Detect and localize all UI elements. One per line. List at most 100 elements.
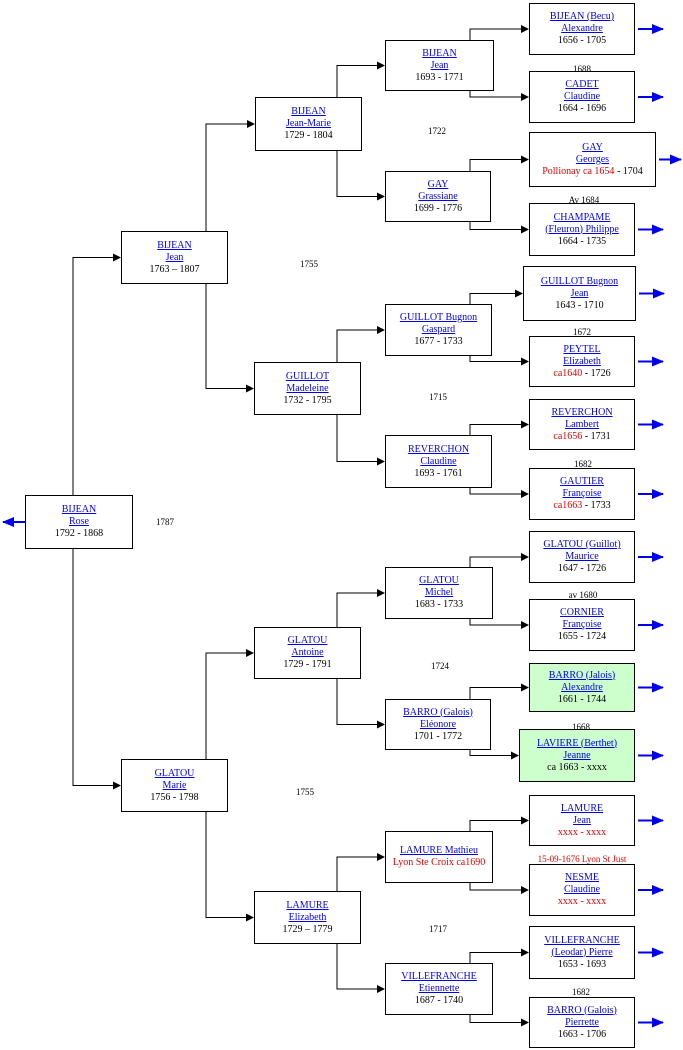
person-surname-link[interactable]: GAY [582, 141, 603, 153]
person-surname-link[interactable]: VILLEFRANCHE [544, 934, 620, 946]
person-surname-link[interactable]: GUILLOT [285, 370, 330, 382]
father-connector [205, 649, 254, 759]
person-given-name-link[interactable]: Georges [575, 153, 610, 165]
person-surname-link[interactable]: BIJEAN [61, 504, 97, 515]
person-given-name-link[interactable]: Madeleine [286, 382, 329, 394]
person-surname-link[interactable]: GLATOU [419, 575, 459, 586]
person-surname-link[interactable]: CADET [565, 79, 599, 90]
mother-connector [336, 944, 385, 993]
father-connector [469, 420, 529, 435]
person-life-line: ca1656 - 1731 [553, 431, 610, 443]
person-given-name-link[interactable]: Gaspard [421, 324, 456, 335]
person-surname-link[interactable]: REVERCHON [407, 443, 470, 455]
marriage-date-label: 1668 [572, 722, 590, 732]
person-surname-link[interactable]: BARRO (Galois) [547, 1004, 617, 1016]
person-surname-link[interactable]: VILLEFRANCHE [401, 971, 477, 982]
person-given-name-link[interactable]: Claudine [420, 455, 457, 467]
person-dates: 1701 - 1772 [413, 730, 463, 742]
person-surname-link[interactable]: CORNIER [560, 607, 604, 618]
person-surname-link[interactable]: REVERCHON [551, 406, 613, 418]
father-connector [336, 326, 385, 362]
mother-connector [469, 750, 519, 760]
person-surname-link[interactable]: BARRO (Galois) [403, 706, 473, 718]
person-given-name-link[interactable]: Jean [165, 251, 184, 263]
marriage-date-label: 1722 [428, 126, 446, 136]
person-given-name-link[interactable]: Pierrette [565, 1016, 599, 1028]
father-connector [72, 253, 121, 495]
person-given-name-link[interactable]: Michel [424, 587, 454, 598]
person-surname-link[interactable]: BIJEAN [291, 106, 326, 117]
person-surname-link[interactable]: BIJEAN [157, 239, 192, 251]
person-given-name-link[interactable]: Françoise [562, 488, 602, 499]
person-surname-link[interactable]: LAMURE Mathieu [399, 845, 479, 856]
person-given-name-link[interactable]: Eléonore [419, 718, 457, 730]
person-dates: 1647 - 1726 [557, 563, 607, 574]
father-connector [469, 25, 529, 40]
person-surname-link[interactable]: LAVIERE (Berthet) [536, 737, 618, 749]
person-given-name-link[interactable]: Lambert [565, 418, 599, 430]
person-given-name-link[interactable]: Grassiane [418, 190, 458, 202]
person-life-line: xxxx - xxxx [558, 896, 606, 908]
person-given-name-link[interactable]: Alexandre [561, 681, 603, 693]
person-given-name-link[interactable]: Jean [573, 814, 591, 826]
mother-connector [205, 812, 254, 922]
person-dates: 1699 - 1776 [413, 202, 463, 214]
person-given-name-link[interactable]: Etiennette [418, 983, 460, 994]
father-connector [469, 683, 529, 699]
person-death-year: - 1726 [582, 367, 611, 379]
person-given-name-link[interactable]: (Leodar) Pierre [551, 946, 613, 958]
person-death-year: - 1731 [582, 430, 611, 442]
person-given-name-link[interactable]: (Fleuron) Philippe [545, 223, 619, 235]
person-dates: 1756 - 1798 [150, 791, 199, 803]
person-given-name-link[interactable]: Jean-Marie [286, 118, 331, 129]
person-given-name-link[interactable]: Maurice [565, 551, 599, 562]
person-surname-link[interactable]: GLATOU (Guillot) [543, 539, 621, 550]
person-surname-link[interactable]: GLATOU [287, 635, 328, 646]
person-given-name-link[interactable]: Claudine [563, 884, 601, 895]
person-given-name-link[interactable]: Antoine [291, 647, 324, 658]
person-life-line: ca1640 - 1726 [553, 368, 610, 380]
person-note: xxxx - xxxx [557, 826, 607, 838]
person-surname-link[interactable]: NESME [565, 872, 599, 883]
person-dates: 1729 - 1791 [283, 659, 332, 670]
marriage-date-label: 15-09-1676 Lyon St Just [537, 854, 627, 864]
person-surname-link[interactable]: PEYTEL [563, 343, 601, 355]
person-surname-link[interactable]: GUILLOT Bugnon [399, 312, 478, 323]
person-surname-link[interactable]: BARRO (Jalois) [548, 669, 616, 681]
person-given-name-link[interactable]: Françoise [562, 619, 602, 630]
person-dates: 1643 - 1710 [555, 299, 604, 311]
person-given-name-link[interactable]: Elizabeth [288, 911, 327, 923]
person-surname-link[interactable]: LAMURE [560, 802, 604, 814]
person-surname-link[interactable]: BIJEAN [422, 47, 457, 59]
father-connector [205, 120, 255, 231]
person-given-name-link[interactable]: Jean [570, 287, 589, 299]
marriage-date-label: 1672 [573, 327, 591, 337]
person-note: ca1663 [553, 500, 583, 511]
marriage-date-label: 1787 [156, 517, 174, 527]
person-surname-link[interactable]: GAY [427, 178, 449, 190]
person-surname-link[interactable]: CHAMPAME [553, 211, 611, 223]
person-given-name-link[interactable]: Jean [430, 59, 449, 71]
person-given-name-link[interactable]: Elizabeth [563, 355, 601, 367]
person-surname-link[interactable]: GUILLOT Bugnon [540, 275, 619, 287]
father-connector [469, 816, 529, 831]
person-surname-link[interactable]: BIJEAN (Becu) [549, 11, 615, 22]
person-given-name-link[interactable]: Jeanne [563, 749, 591, 761]
person-given-name-link[interactable]: Rose [69, 516, 89, 527]
person-surname-link[interactable]: LAMURE [286, 899, 329, 911]
father-connector [469, 553, 529, 567]
person-given-name-link[interactable]: Claudine [563, 91, 601, 102]
person-surname-link[interactable]: GAUTIER [560, 476, 604, 487]
person-given-name-link[interactable]: Alexandre [561, 23, 603, 34]
person-dates: 1693 - 1761 [414, 467, 463, 479]
person-given-name-link[interactable]: Marie [162, 779, 187, 791]
person-surname-link[interactable]: GLATOU [154, 767, 195, 779]
person-death-year: - 1704 [614, 165, 643, 177]
person-dates: 1729 – 1779 [282, 923, 333, 935]
